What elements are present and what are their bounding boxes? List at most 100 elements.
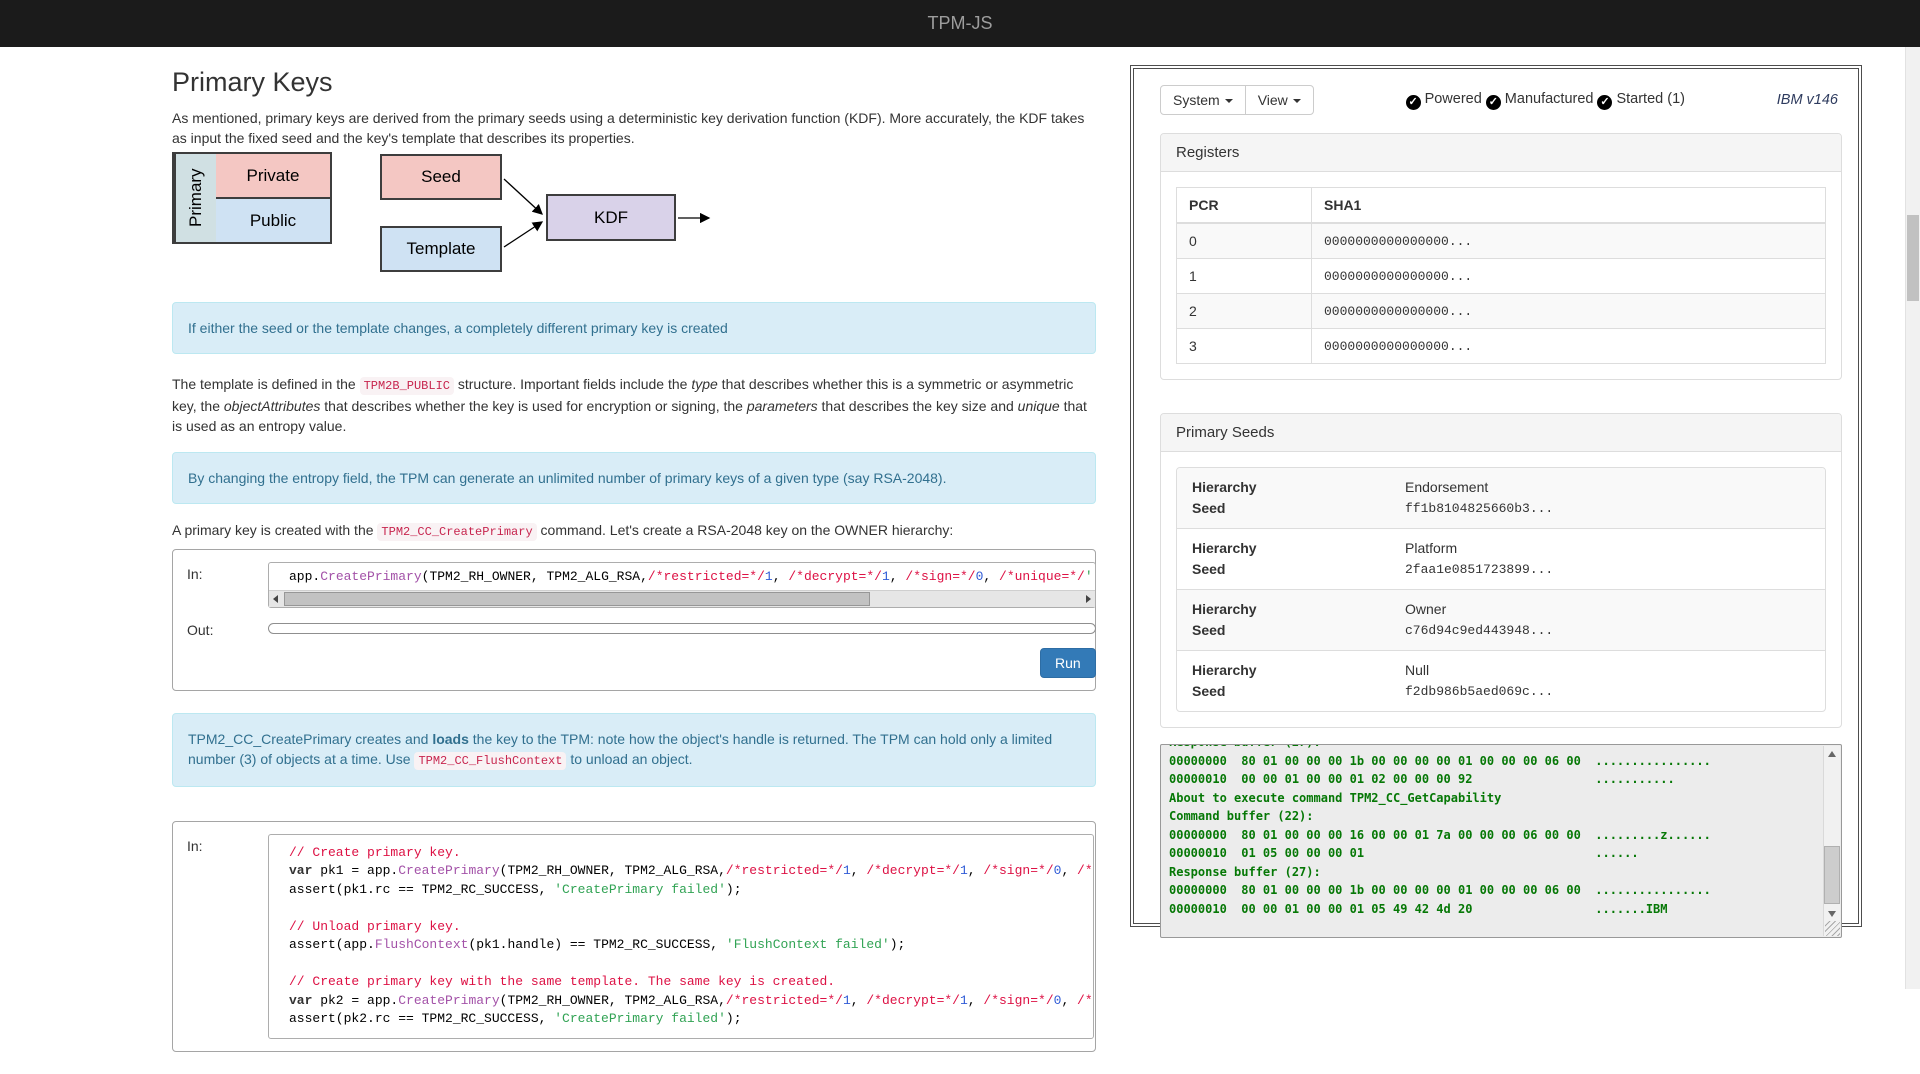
text-segment: that describes whether the key is used f…	[320, 398, 747, 414]
text-segment: var	[289, 863, 313, 878]
scroll-up-arrow-icon[interactable]	[1828, 751, 1836, 757]
output-bar	[268, 622, 1096, 634]
tpm-version-label: IBM v146	[1776, 92, 1838, 108]
intro-paragraph: As mentioned, primary keys are derived f…	[172, 110, 1085, 146]
text-segment: /*restricted=*/	[725, 992, 843, 1008]
tpm-log-console[interactable]: Response buffer (27): 00000000 80 01 00 …	[1160, 744, 1842, 938]
tpm-simulator-panel: System View ✓Powered✓Manufactured✓Starte…	[1130, 65, 1862, 938]
text-segment: assert(pk2.rc == TPM2_RC_SUCCESS,	[289, 1011, 555, 1026]
primary-seeds-panel-title: Primary Seeds	[1161, 414, 1841, 452]
status-indicator: ✓Started (1)	[1597, 90, 1685, 110]
system-dropdown-button[interactable]: System	[1160, 85, 1246, 115]
status-indicator: ✓Powered	[1405, 90, 1482, 110]
text-segment: /*decrypt=*/	[866, 863, 960, 878]
text-segment: objectAttributes	[223, 398, 321, 414]
text-segment: assert(pk1.rc == TPM2_RC_SUCCESS,	[289, 881, 555, 897]
text-segment: pk1 = app.	[312, 863, 399, 878]
text-segment: ,	[1061, 863, 1078, 878]
diagram-template-box: Template	[380, 226, 502, 272]
scroll-left-arrow-icon[interactable]	[273, 594, 278, 603]
text-segment: pk2 = app.	[312, 992, 399, 1008]
text-segment: the key to the TPM: note how the object'…	[188, 730, 1053, 767]
diagram-kdf-box: KDF	[546, 194, 676, 241]
code-line: app.CreatePrimary(TPM2_RH_OWNER, TPM2_AL…	[269, 563, 1095, 590]
text-segment: ,	[967, 863, 984, 878]
diagram-primary-label: Primary	[174, 154, 216, 242]
text-segment: /*restricted=*/	[647, 569, 765, 584]
code-line: var pk2 = app.CreatePrimary(TPM2_RH_OWNE…	[289, 992, 1093, 1011]
text-segment: that describes whether this is a symmetr…	[172, 376, 1074, 414]
editor-horizontal-scrollbar[interactable]	[269, 589, 1095, 607]
text-segment: CreatePrimary	[398, 992, 500, 1008]
diagram-primary-group: Primary Private Public	[172, 152, 332, 244]
status-indicator: ✓Manufactured	[1485, 91, 1593, 110]
code-input-editor-2[interactable]: // Create primary key.var pk1 = app.Crea…	[268, 833, 1094, 1039]
text-segment: /*sign=*/	[905, 569, 976, 584]
diagram-public-box: Public	[216, 199, 330, 242]
text-segment: ,	[967, 992, 984, 1008]
diagram-seed-box: Seed	[380, 154, 502, 200]
console-log-text: Response buffer (27): 00000000 80 01 00 …	[1169, 745, 1711, 916]
code-input-editor[interactable]: app.CreatePrimary(TPM2_RH_OWNER, TPM2_AL…	[268, 562, 1096, 608]
template-paragraph: The template is defined in the TPM2B_PUB…	[172, 374, 1096, 436]
sha1-column-header: SHA1	[1311, 187, 1826, 224]
text-segment: (TPM2_RH_OWNER, TPM2_ALG_RSA,	[499, 863, 726, 878]
app-title: TPM-JS	[927, 13, 993, 33]
text-segment: /*sign=*/	[983, 863, 1054, 878]
scroll-down-arrow-icon[interactable]	[1828, 911, 1836, 917]
console-scrollbar[interactable]	[1823, 746, 1840, 936]
pcr-index-cell: 0	[1176, 222, 1312, 259]
check-circle-icon: ✓	[1597, 94, 1613, 110]
horizontal-scrollbar-thumb[interactable]	[284, 591, 871, 606]
text-segment: // Unload primary key.	[289, 918, 461, 934]
text-segment: 1	[959, 863, 968, 878]
text-segment: var	[289, 992, 313, 1008]
run-button[interactable]: Run	[1039, 647, 1096, 678]
check-circle-icon: ✓	[1485, 94, 1501, 110]
simulator-toolbar: System View ✓Powered✓Manufactured✓Starte…	[1160, 85, 1842, 115]
info-alert-seed-template: If either the seed or the template chang…	[172, 302, 1096, 354]
text-segment: ,	[850, 863, 867, 878]
text-segment: TPM2_CC_CreatePrimary	[377, 523, 537, 541]
text-segment: /*sign=*/	[983, 992, 1054, 1008]
text-segment: /*	[1077, 863, 1093, 878]
page-scrollbar[interactable]	[1905, 47, 1920, 989]
pcr-value-cell: 0000000000000000...	[1311, 328, 1826, 364]
resize-grip-icon[interactable]	[1825, 921, 1840, 936]
pcr-column-header: PCR	[1176, 187, 1312, 224]
text-segment: 1	[881, 569, 890, 584]
status-label: Started (1)	[1616, 90, 1685, 107]
text-segment: ,	[1061, 992, 1078, 1008]
check-circle-icon: ✓	[1405, 94, 1421, 110]
pcr-index-cell: 1	[1176, 258, 1312, 294]
view-dropdown-button[interactable]: View	[1244, 85, 1314, 115]
status-label: Powered	[1424, 90, 1482, 107]
text-segment: 'FlushContext failed'	[725, 937, 890, 952]
pcr-index-cell: 2	[1176, 293, 1312, 329]
run-code-box-2: In: // Create primary key.var pk1 = app.…	[172, 820, 1096, 1052]
text-segment: (pk1.handle) == TPM2_RC_SUCCESS,	[468, 937, 726, 952]
text-segment: TPM2B_PUBLIC	[359, 377, 454, 395]
text-segment: 1	[959, 992, 968, 1008]
text-segment: that describes the key size and	[817, 398, 1018, 414]
pcr-value-cell: 0000000000000000...	[1311, 222, 1826, 259]
text-segment: that is used as an entropy value.	[172, 398, 1087, 434]
diagram-arrows	[503, 178, 711, 248]
page-scrollbar-thumb[interactable]	[1907, 215, 1919, 301]
text-segment: 1	[842, 992, 851, 1008]
caret-down-icon	[1292, 99, 1301, 103]
scroll-right-arrow-icon[interactable]	[1085, 594, 1091, 603]
text-segment: to unload an object.	[566, 750, 693, 767]
console-scrollbar-thumb[interactable]	[1824, 846, 1840, 904]
code-line: // Unload primary key.	[289, 918, 1093, 937]
